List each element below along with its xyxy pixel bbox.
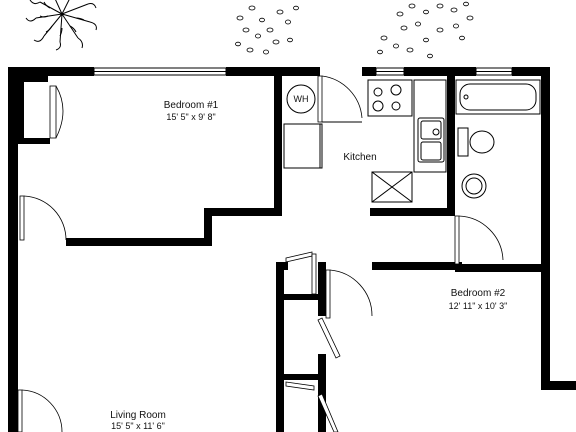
wall-left-upper xyxy=(8,67,18,247)
bedroom2-name: Bedroom #2 xyxy=(451,288,506,299)
bath-fixtures xyxy=(455,79,541,199)
burner-icon xyxy=(373,87,383,97)
door-hall-closet-3 xyxy=(285,381,339,432)
room-labels: Bedroom #1 15' 5" x 9' 8" Kitchen Bedroo… xyxy=(110,100,507,431)
door-living xyxy=(17,389,63,432)
water-heater-label: WH xyxy=(294,94,309,104)
door-bath xyxy=(454,215,504,265)
wall-bedroom1-bottom-right xyxy=(204,208,282,216)
wall-closet2-top xyxy=(284,294,320,300)
wall-kitchen-bottom xyxy=(370,208,455,216)
wall-hall-left xyxy=(276,262,284,432)
wall-bedroom1-right xyxy=(274,76,282,210)
wall-closet-top xyxy=(18,76,48,82)
kitchen-name: Kitchen xyxy=(343,152,376,163)
wall-top-kitchen xyxy=(362,67,376,76)
door-kitchen xyxy=(317,75,363,123)
wall-right xyxy=(541,67,550,387)
shrub-right-decoration xyxy=(377,1,474,59)
door-hall-closet-2 xyxy=(317,317,341,359)
burner-icon xyxy=(391,101,401,111)
door-bedroom1-closet xyxy=(49,85,64,139)
bedroom1-dims: 15' 5" x 9' 8" xyxy=(166,112,215,122)
wall-top-right xyxy=(512,67,550,76)
wall-top-mid xyxy=(226,67,320,76)
drain-icon xyxy=(463,94,469,100)
wall-closet3-right xyxy=(318,354,326,432)
toilet-tank xyxy=(457,127,469,157)
door-bedroom2 xyxy=(325,269,373,319)
faucet-icon xyxy=(432,128,440,136)
bedroom1-name: Bedroom #1 xyxy=(164,100,219,111)
burner-icon xyxy=(372,100,384,112)
bathtub xyxy=(455,79,541,115)
windows xyxy=(93,67,513,76)
wall-closet-side xyxy=(18,76,24,144)
kitchen-counter-left xyxy=(283,123,323,169)
toilet-bowl xyxy=(469,130,495,154)
living-name: Living Room xyxy=(110,410,166,421)
wall-right-bump xyxy=(541,381,576,390)
wall-closet3-top xyxy=(284,374,320,380)
kitchen-fixtures: WH xyxy=(283,79,447,203)
tree-left-decoration xyxy=(25,0,97,51)
wall-top-kitchen-2 xyxy=(404,67,476,76)
thresholds xyxy=(212,211,446,215)
wall-left-lower xyxy=(8,247,18,432)
water-heater xyxy=(286,84,316,114)
range-stove xyxy=(367,79,413,117)
kitchen-sink xyxy=(417,117,445,163)
wall-bedroom2-top xyxy=(372,262,462,270)
wall-bedroom1-bottom-left xyxy=(66,238,210,246)
wall-bath-bottom xyxy=(455,264,541,272)
wall-top-left xyxy=(8,67,94,76)
burner-icon xyxy=(390,84,402,96)
living-dims: 15' 5" x 11' 6" xyxy=(111,421,165,431)
walls xyxy=(8,67,576,432)
door-bedroom1 xyxy=(19,195,67,241)
bedroom2-dims: 12' 11" x 10' 3" xyxy=(449,301,508,311)
doors xyxy=(17,75,504,432)
shrub-center-decoration xyxy=(235,5,299,55)
wall-closet-bottom xyxy=(18,138,50,144)
wall-bedroom1-step xyxy=(204,210,212,246)
wall-closet2-right xyxy=(318,262,326,316)
door-hall-closet-1 xyxy=(285,251,317,295)
wall-kitchen-bath xyxy=(447,76,455,216)
